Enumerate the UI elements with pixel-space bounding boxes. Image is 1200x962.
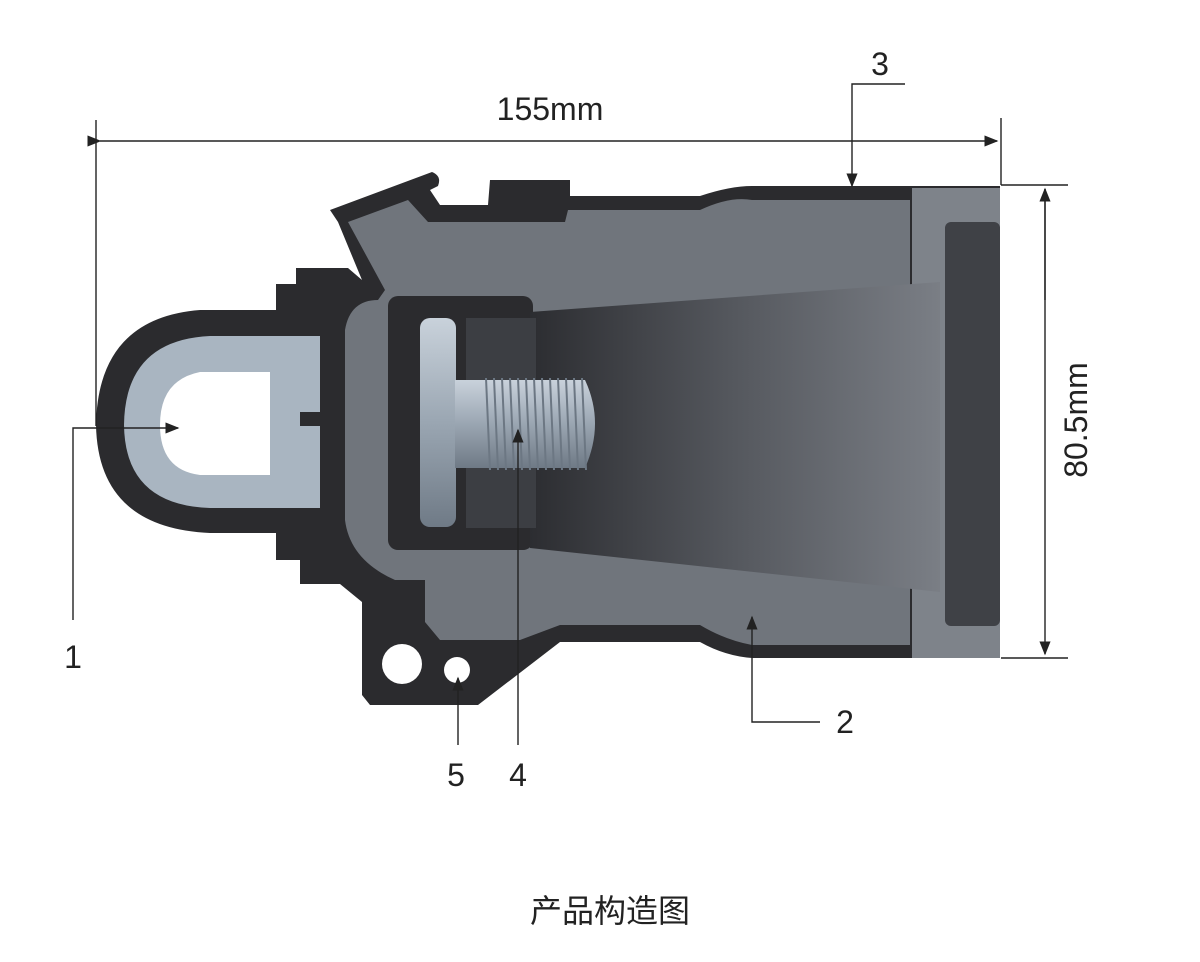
height-label: 80.5mm <box>1058 362 1094 478</box>
screw-thread <box>485 377 491 471</box>
screw-thread <box>541 377 547 471</box>
end-cap-recess <box>945 222 1000 626</box>
diagram-caption: 产品构造图 <box>530 892 690 930</box>
cone-bore <box>530 282 940 592</box>
screw-head-disc <box>420 318 456 527</box>
screw-thread <box>533 377 539 471</box>
screw-thread <box>581 377 587 471</box>
screw-thread <box>509 377 515 471</box>
screw-thread <box>517 377 523 471</box>
length-label: 155mm <box>497 91 604 127</box>
callout-2-leader <box>746 615 820 723</box>
screw-thread <box>557 377 563 471</box>
callout-1-leader <box>72 422 180 620</box>
callout-3: 3 <box>871 46 889 82</box>
mounting-hole-small <box>444 657 470 683</box>
mounting-hole-large <box>382 644 422 684</box>
callout-1: 1 <box>64 639 82 675</box>
eyelet-notch <box>300 412 324 426</box>
callout-5: 5 <box>447 757 465 793</box>
screw-thread <box>565 377 571 471</box>
screw-thread <box>493 377 499 471</box>
callout-2: 2 <box>836 704 854 740</box>
screw-thread <box>573 377 579 471</box>
screw-thread <box>501 377 507 471</box>
callout-4: 4 <box>509 757 527 793</box>
callout-3-leader <box>846 83 905 188</box>
screw-thread <box>525 377 531 471</box>
screw-thread <box>549 377 555 471</box>
eyelet-hole <box>160 372 270 475</box>
